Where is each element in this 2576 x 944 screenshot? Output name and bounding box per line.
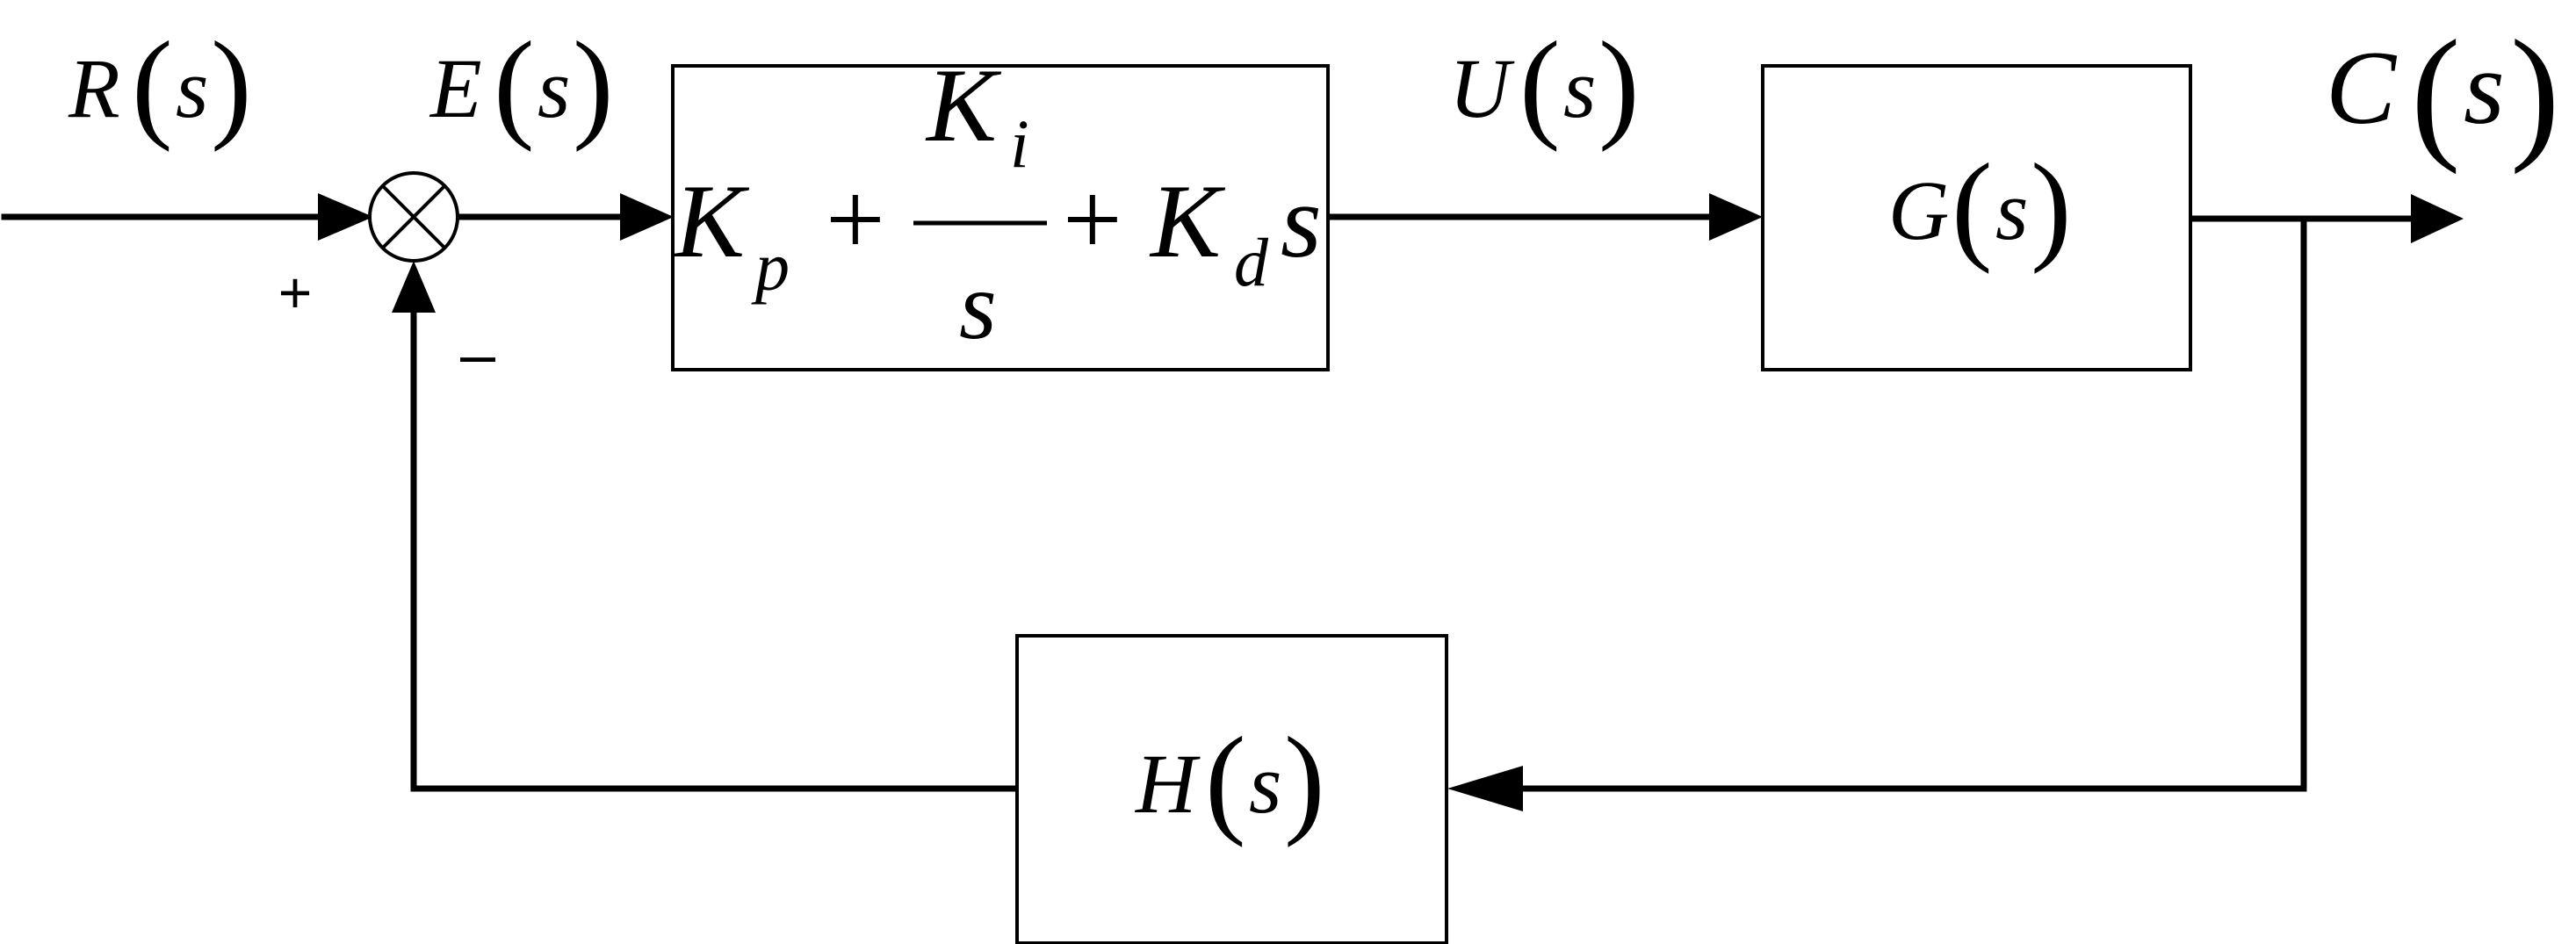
svg-text:(: (	[1205, 712, 1246, 848]
svg-text:): )	[211, 17, 252, 153]
output-arrowhead	[2411, 194, 2464, 243]
input-arrowhead	[318, 193, 373, 241]
kd-variable: s	[1281, 162, 1322, 279]
svg-text:): )	[1284, 712, 1325, 848]
summing-junction	[368, 171, 459, 263]
svg-text:): )	[1598, 17, 1640, 153]
ki-symbol: K	[925, 47, 1002, 163]
plus-operator-2: +	[1063, 161, 1122, 277]
feedback-label: H ( s )	[1134, 712, 1325, 848]
svg-text:s: s	[538, 41, 570, 135]
error-arrowhead	[620, 193, 674, 241]
kd-subscript: d	[1234, 224, 1269, 300]
output-label: C ( s )	[2326, 10, 2560, 175]
kp-subscript: p	[751, 228, 790, 305]
svg-text:s: s	[1995, 163, 2028, 257]
svg-text:E: E	[429, 41, 482, 135]
plant-block	[1761, 64, 2192, 371]
svg-text:U: U	[1449, 41, 1515, 135]
feedback-up-arrowhead	[392, 261, 436, 313]
kp-symbol: K	[673, 162, 750, 279]
svg-text:(: (	[494, 17, 535, 153]
ki-denominator: s	[959, 252, 997, 359]
error-label: E ( s )	[429, 17, 614, 153]
svg-text:): )	[573, 17, 614, 153]
control-arrowhead	[1709, 193, 1763, 241]
controller-transfer-function: K p + K i s + K d s	[673, 47, 1322, 359]
svg-text:): )	[2031, 139, 2072, 275]
ki-subscript: i	[1010, 105, 1029, 182]
svg-text:(: (	[1952, 139, 1993, 275]
control-label: U ( s )	[1449, 17, 1640, 153]
svg-text:): )	[2510, 10, 2560, 175]
svg-text:(: (	[1519, 17, 1561, 153]
plus-operator-1: +	[826, 161, 885, 277]
feedback-arrowhead	[1447, 766, 1523, 811]
svg-text:(: (	[132, 17, 173, 153]
controller-block	[671, 64, 1330, 371]
svg-text:(: (	[2411, 10, 2461, 175]
svg-text:s: s	[176, 41, 208, 135]
kd-symbol: K	[1149, 162, 1226, 279]
svg-text:s: s	[1563, 41, 1596, 135]
svg-text:R: R	[68, 41, 120, 135]
minus-sign: –	[460, 320, 496, 390]
reference-label: R ( s )	[68, 17, 252, 153]
svg-text:H: H	[1134, 737, 1201, 831]
svg-text:G: G	[1888, 163, 1949, 257]
plus-sign: +	[278, 260, 313, 325]
svg-text:s: s	[2464, 29, 2505, 146]
feedback-block	[1015, 634, 1448, 944]
svg-text:C: C	[2326, 29, 2398, 146]
svg-text:s: s	[1249, 737, 1281, 831]
plant-label: G ( s )	[1888, 139, 2072, 275]
